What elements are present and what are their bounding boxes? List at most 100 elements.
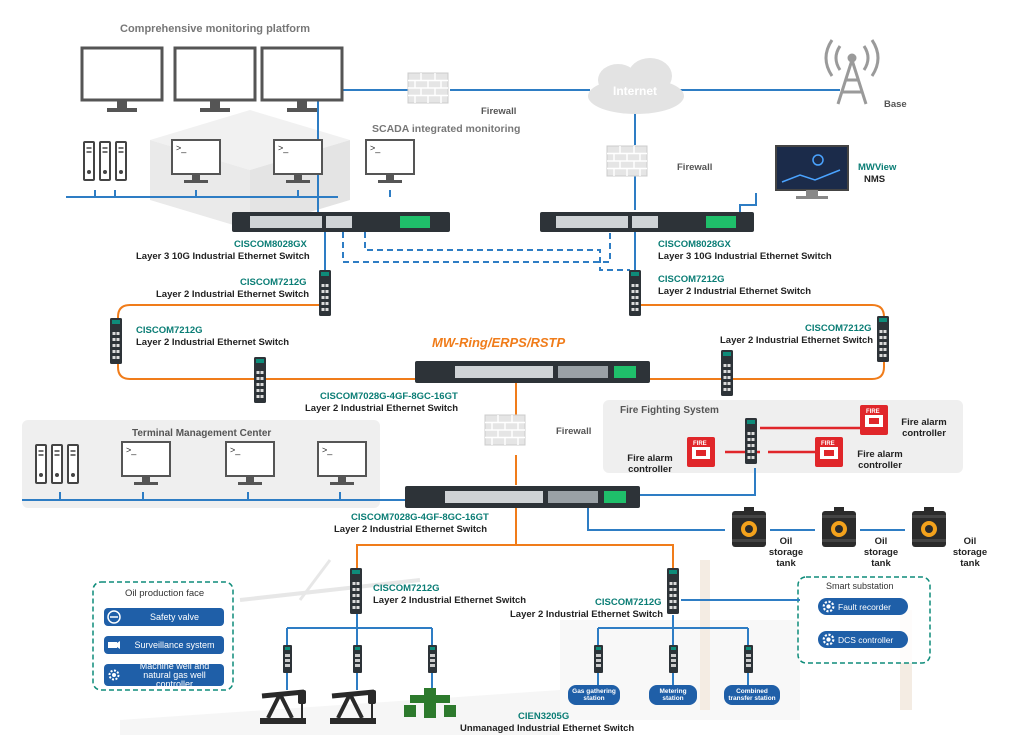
oilfield-background	[120, 559, 912, 735]
base-tower-icon	[824, 39, 880, 105]
fire-box-label: FIRE	[693, 441, 707, 447]
valve-icon	[107, 610, 121, 624]
redundant-links	[342, 232, 630, 271]
well-controller-item: Machine well and natural gas well contro…	[104, 660, 224, 689]
monitor-wall	[80, 46, 344, 112]
firewall-label: Firewall	[481, 106, 517, 117]
field-left-switch-icon	[350, 568, 362, 614]
oil-tank-label: Oil storage tank	[952, 536, 988, 569]
terminal-prompt: >_	[278, 143, 289, 153]
fire-alarm-label: Fire alarm controller	[901, 417, 947, 439]
field-left-desc: Layer 2 Industrial Ethernet Switch	[373, 595, 527, 606]
oil-tank-icon	[822, 507, 856, 547]
metering-station: Metering station	[649, 685, 697, 705]
ring-right-model: CISCOM7212G	[805, 323, 872, 334]
oil-tank-icon	[732, 507, 766, 547]
terminal-prompt: >_	[370, 143, 381, 153]
base-label: Base	[884, 99, 907, 110]
terminal-management-panel	[22, 420, 380, 508]
dcs-controller-label: DCS controller	[838, 634, 894, 645]
gas-gathering-station: Gas gathering station	[568, 685, 620, 705]
safety-valve-label: Safety valve	[149, 611, 200, 622]
field-left-model: CISCOM7212G	[373, 583, 440, 594]
fire-box-label: FIRE	[866, 409, 880, 415]
firewall-icon	[484, 414, 526, 446]
ring-protocol-label: MW-Ring/ERPS/RSTP	[432, 335, 566, 350]
pump-jack-icon	[260, 690, 306, 724]
surveillance-label: Surveillance system	[134, 639, 215, 650]
nms-monitor-icon	[775, 145, 849, 199]
ring-right-desc: Layer 2 Industrial Ethernet Switch	[720, 335, 874, 346]
gear-icon	[822, 600, 835, 613]
dcs-controller-item: DCS controller	[818, 631, 908, 648]
scada-servers	[83, 141, 127, 181]
surveillance-item: Surveillance system	[104, 636, 224, 654]
ring-center-model: CISCOM7028G-4GF-8GC-16GT	[320, 391, 458, 402]
unmanaged-switch-icon	[283, 645, 292, 673]
ring-mid-right-switch-icon	[721, 350, 733, 396]
ring-left-model: CISCOM7212G	[136, 325, 203, 336]
monitoring-platform-title: Comprehensive monitoring platform	[120, 23, 311, 35]
terminal-prompt: >_	[230, 445, 241, 455]
lower-center-desc: Layer 2 Industrial Ethernet Switch	[334, 524, 488, 535]
core-right-model: CISCOM8028GX	[658, 239, 731, 250]
combined-transfer-station: Combined transfer station	[724, 685, 780, 705]
dist-left-desc: Layer 2 Industrial Ethernet Switch	[156, 289, 310, 300]
ethernet-links	[22, 89, 905, 690]
terminal-prompt: >_	[126, 445, 137, 455]
field-right-switch-icon	[667, 568, 679, 614]
oil-tank-label: Oil storage tank	[863, 536, 899, 569]
dist-right-desc: Layer 2 Industrial Ethernet Switch	[658, 286, 812, 297]
well-controller-label: Machine well and natural gas well contro…	[139, 660, 210, 689]
terminal-prompt: >_	[322, 445, 333, 455]
unmanaged-switch-icon	[744, 645, 753, 673]
dist-left-switch-icon	[319, 270, 331, 316]
ring-mid-left-switch-icon	[254, 357, 266, 403]
fire-switch-icon	[745, 418, 757, 464]
field-right-desc: Layer 2 Industrial Ethernet Switch	[510, 609, 664, 620]
ring-left-switch-icon	[110, 318, 122, 364]
nms-name: MWView	[858, 162, 897, 173]
unmanaged-switch-icon	[669, 645, 678, 673]
fire-system-title: Fire Fighting System	[620, 405, 719, 416]
ring-center-desc: Layer 2 Industrial Ethernet Switch	[305, 403, 459, 414]
ring-center-switch	[415, 361, 650, 383]
fault-recorder-label: Fault recorder	[838, 601, 891, 612]
camera-icon	[108, 641, 120, 649]
oil-tank-icon	[912, 507, 946, 547]
dist-left-model: CISCOM7212G	[240, 277, 307, 288]
safety-valve-item: Safety valve	[104, 608, 224, 626]
firewall-label: Firewall	[677, 162, 713, 173]
field-right-model: CISCOM7212G	[595, 597, 662, 608]
unmanaged-model: CIEN3205G	[518, 711, 570, 722]
ring-right-switch-icon	[877, 316, 889, 362]
internet-label: Internet	[613, 84, 658, 98]
firewall-icon	[407, 72, 449, 104]
unmanaged-switch-icon	[353, 645, 362, 673]
lower-center-model: CISCOM7028G-4GF-8GC-16GT	[351, 512, 489, 523]
fire-box-label: FIRE	[821, 441, 835, 447]
fire-alarm-label: Fire alarm controller	[627, 453, 673, 475]
terminal-center-title: Terminal Management Center	[132, 428, 272, 439]
nms-label: NMS	[864, 174, 886, 185]
core-left-desc: Layer 3 10G Industrial Ethernet Switch	[136, 251, 310, 262]
dist-right-model: CISCOM7212G	[658, 274, 725, 285]
firewall-icon	[606, 145, 648, 177]
gear-icon	[108, 669, 120, 681]
core-switch-right	[540, 212, 754, 232]
oil-tank-label: Oil storage tank	[768, 536, 804, 569]
ring-left-desc: Layer 2 Industrial Ethernet Switch	[136, 337, 290, 348]
dist-right-switch-icon	[629, 270, 641, 316]
core-left-model: CISCOM8028GX	[234, 239, 307, 250]
unmanaged-switch-icon	[594, 645, 603, 673]
internet-cloud-icon	[588, 58, 684, 114]
core-right-desc: Layer 3 10G Industrial Ethernet Switch	[658, 251, 832, 262]
firewall-label: Firewall	[556, 426, 592, 437]
unmanaged-desc: Unmanaged Industrial Ethernet Switch	[460, 723, 635, 734]
gear-icon	[822, 633, 835, 646]
lower-center-switch	[405, 486, 640, 508]
wellhead-valve-icon	[404, 688, 456, 718]
scada-title: SCADA integrated monitoring	[372, 123, 521, 135]
terminal-prompt: >_	[176, 143, 187, 153]
oil-production-title: Oil production face	[125, 588, 205, 599]
